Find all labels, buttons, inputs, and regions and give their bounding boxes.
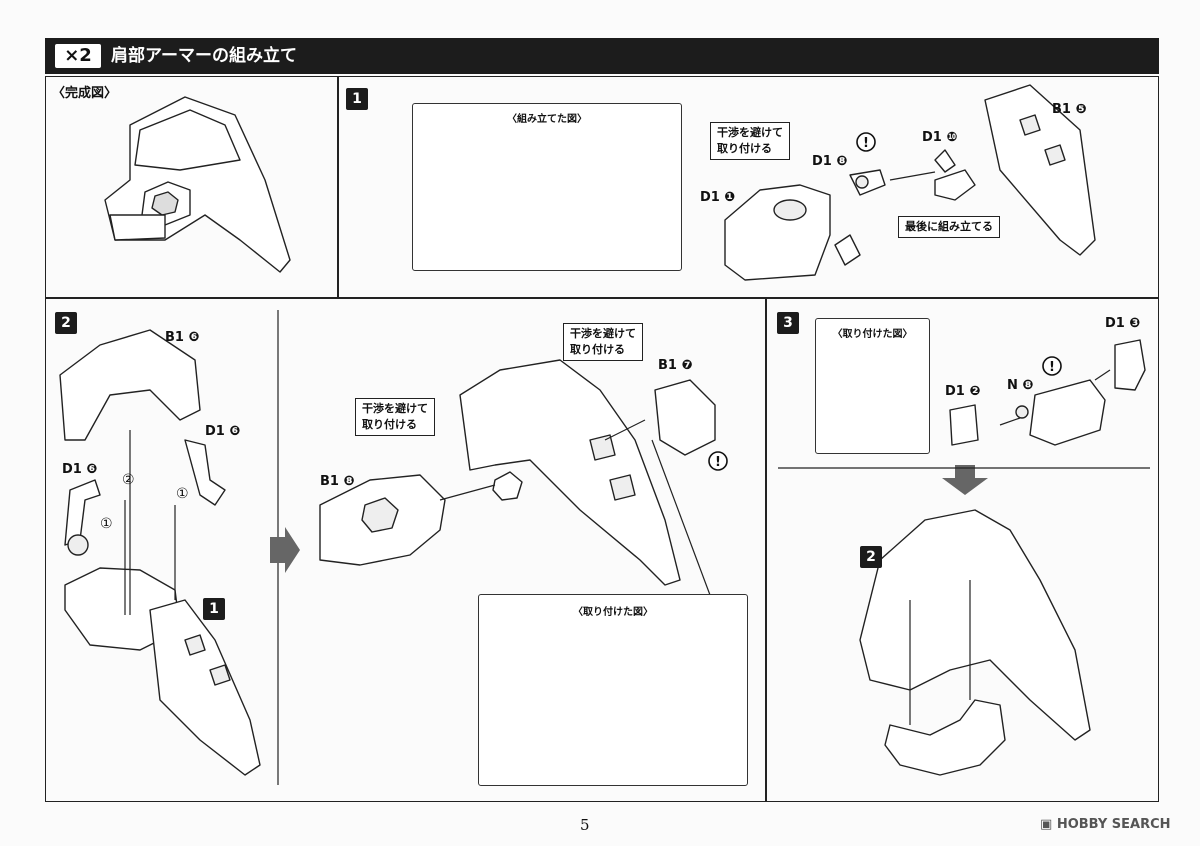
- watermark-text: HOBBY SEARCH: [1056, 817, 1171, 832]
- step3-attached-box: [815, 318, 930, 454]
- svg-text:!: !: [1049, 360, 1055, 375]
- part-label-d1-6-left: D1 ❻: [62, 462, 98, 477]
- step3-result-drawing: [859, 509, 1091, 741]
- order-mark-1b: ①: [176, 486, 189, 502]
- step2-ref-step: 1: [203, 598, 225, 620]
- step1-assembled-label: 〈組み立てた図〉: [507, 114, 587, 125]
- part-label-b1-7: B1 ❼: [658, 358, 693, 373]
- part-b1-7-drawing: [654, 379, 716, 456]
- part-d1-10-drawing: [934, 149, 956, 173]
- part-label-b1-6: B1 ❻: [165, 330, 200, 345]
- watermark-icon: ▣: [1040, 817, 1057, 832]
- part-d1-6b-drawing: [184, 439, 226, 506]
- step1-last-note: 最後に組み立てる: [898, 216, 1000, 238]
- step1-assembled-box: [412, 103, 682, 271]
- step2-avoid-note-2: 干渉を避けて 取り付ける: [563, 323, 643, 361]
- completed-view-label: 〈完成図〉: [52, 86, 118, 101]
- part-label-d1-2: D1 ❷: [945, 384, 981, 399]
- part-label-d1-1: D1 ❶: [700, 190, 736, 205]
- step2-attached-label: 〈取り付けた図〉: [573, 607, 653, 618]
- step2-avoid-note-1: 干渉を避けて 取り付ける: [355, 398, 435, 436]
- step3-attached-label: 〈取り付けた図〉: [832, 329, 913, 340]
- step1-panel: [337, 76, 1159, 298]
- part-label-b1-8: B1 ❽: [320, 474, 355, 489]
- part-label-b1-5: B1 ❺: [1052, 102, 1087, 117]
- quantity-badge: ×2: [55, 44, 101, 68]
- step1-avoid-note: 干渉を避けて 取り付ける: [710, 122, 790, 160]
- order-mark-1a: ①: [100, 516, 113, 532]
- step3-number: 3: [777, 312, 799, 334]
- part-label-d1-6-right: D1 ❻: [205, 424, 241, 439]
- svg-text:!: !: [715, 455, 721, 470]
- part-label-d1-8: D1 ❽: [812, 154, 848, 169]
- order-mark-2: ②: [122, 472, 135, 488]
- part-label-d1-10: D1 ❿: [922, 130, 958, 145]
- watermark-logo: ▣ HOBBY SEARCH: [1040, 817, 1171, 832]
- step1-number: 1: [346, 88, 368, 110]
- page-number: 5: [580, 816, 590, 834]
- section-title: 肩部アーマーの組み立て: [111, 46, 297, 66]
- part-d1-3-drawing: [1114, 339, 1146, 391]
- part-b1-5-drawing: [984, 84, 1096, 256]
- part-d1-6a-drawing: [64, 479, 101, 546]
- step2-panel: [45, 298, 767, 802]
- part-label-n-8: N ❽: [1007, 378, 1034, 393]
- step2-number: 2: [55, 312, 77, 334]
- step2-main-armor-drawing: [459, 359, 681, 586]
- section-header: ×2 肩部アーマーの組み立て: [45, 38, 1159, 74]
- completed-panel: [45, 76, 339, 298]
- step3-ref-step: 2: [860, 546, 882, 568]
- part-d1-1-drawing: [724, 184, 831, 281]
- svg-text:!: !: [863, 136, 869, 151]
- part-n-8-drawing: [1029, 379, 1106, 446]
- step2-attached-box: [478, 594, 748, 786]
- part-b1-6-drawing: [59, 329, 201, 441]
- part-label-d1-3: D1 ❸: [1105, 316, 1141, 331]
- part-d1-2-drawing: [949, 404, 979, 446]
- step3-panel: [765, 298, 1159, 802]
